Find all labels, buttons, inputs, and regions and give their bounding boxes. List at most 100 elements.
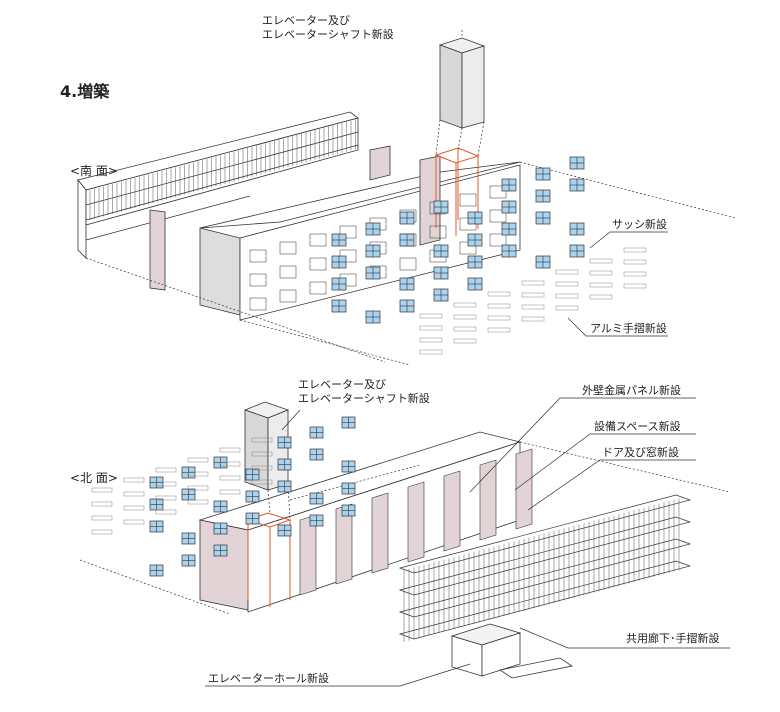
wall-panel [515,448,533,530]
rail-icon [123,519,145,525]
north-panels [299,448,533,596]
rail-icon [91,515,113,521]
south-floating-rails [419,247,647,355]
aluminum-rail-label: アルミ手摺新設 [590,322,667,335]
balcony-frame [339,225,357,239]
rail-icon [219,461,241,467]
rail-icon [487,291,511,297]
rail-icon [623,283,647,289]
rail-icon [91,487,113,493]
north-leaders [205,397,730,687]
south-main-building [149,145,521,321]
rail-icon [91,529,113,535]
wall-panel [479,459,497,541]
rail-icon [419,349,443,355]
rail-icon [155,467,177,473]
rail-icon [487,303,511,309]
south-elevator-line1: エレベーター及び [262,14,350,27]
balcony-frame [459,193,477,207]
balcony-frame [309,281,327,295]
panel-label: 外壁金属パネル新設 [582,384,681,397]
rail-icon [589,294,613,300]
rail-icon [555,293,579,299]
rail-icon [251,437,273,443]
south-elevator-new [434,147,480,236]
rail-icon [453,326,477,332]
balcony-frame [249,273,267,287]
rail-icon [589,270,613,276]
north-corridor [398,494,692,640]
rail-icon [187,457,209,463]
north-elevator-line1: エレベーター及び [298,378,386,391]
sash-label: サッシ新設 [612,218,667,231]
balcony-frame [249,249,267,263]
rail-icon [219,489,241,495]
view-south-label: <南 面> [70,164,118,178]
north-guides [79,441,731,615]
rail-icon [251,451,273,457]
balcony-frame [279,289,297,303]
north-elevator-label: エレベーター及び エレベーターシャフト新設 [298,378,430,406]
rail-icon [521,316,545,322]
rail-icon [623,259,647,265]
balcony-frame [279,265,297,279]
rail-icon [453,314,477,320]
rail-icon [521,292,545,298]
rail-icon [487,327,511,333]
rail-icon [555,281,579,287]
rail-icon [521,304,545,310]
balcony-frame [279,241,297,255]
rail-icon [187,499,209,505]
south-elevator-line2: エレベーターシャフト新設 [262,28,394,41]
wall-panel [443,470,461,552]
elevator-hall-label: エレベーターホール新設 [208,672,329,685]
balcony-frame [309,233,327,247]
south-guides [85,30,736,366]
wall-panel [299,514,317,596]
rail-icon [123,477,145,483]
wall-panel [407,481,425,563]
rail-icon [419,337,443,343]
rail-icon [219,475,241,481]
north-floating-windows [149,416,356,577]
rail-icon [589,258,613,264]
rail-icon [123,505,145,511]
balcony-frame [399,257,417,271]
north-elevator-hall [450,623,574,679]
balcony-frame [489,185,507,199]
rail-icon [155,481,177,487]
north-elevator-line2: エレベーターシャフト新設 [298,392,430,405]
rail-icon [155,495,177,501]
rail-icon [487,315,511,321]
south-leaders [567,231,668,337]
rail-icon [187,471,209,477]
rail-icon [419,325,443,331]
rail-icon [123,491,145,497]
equipment-space-label: 設備スペース新設 [594,420,681,433]
rail-icon [419,313,443,319]
rail-icon [521,280,545,286]
balcony-frame [309,257,327,271]
rail-icon [251,479,273,485]
south-floating-windows [331,156,585,324]
rail-icon [623,271,647,277]
rail-icon [453,302,477,308]
rear-railings [89,119,356,220]
rail-icon [187,485,209,491]
south-elevator-shaft [438,37,486,129]
balcony-frame [429,225,447,239]
rail-icon [589,282,613,288]
rail-icon [251,465,273,471]
south-elevator-label: エレベーター及び エレベーターシャフト新設 [262,14,394,42]
balcony-frame [249,297,267,311]
rail-icon [623,247,647,253]
view-north-label: <北 面> [70,471,118,485]
corridor-label: 共用廊下･手摺新設 [626,632,720,645]
balcony-frame [489,233,507,247]
rail-icon [155,509,177,515]
section-title: 4.増築 [60,82,110,101]
door-window-label: ドア及び窓新設 [602,446,679,459]
north-floating-rails [91,437,273,535]
south-rear-building [77,111,359,259]
